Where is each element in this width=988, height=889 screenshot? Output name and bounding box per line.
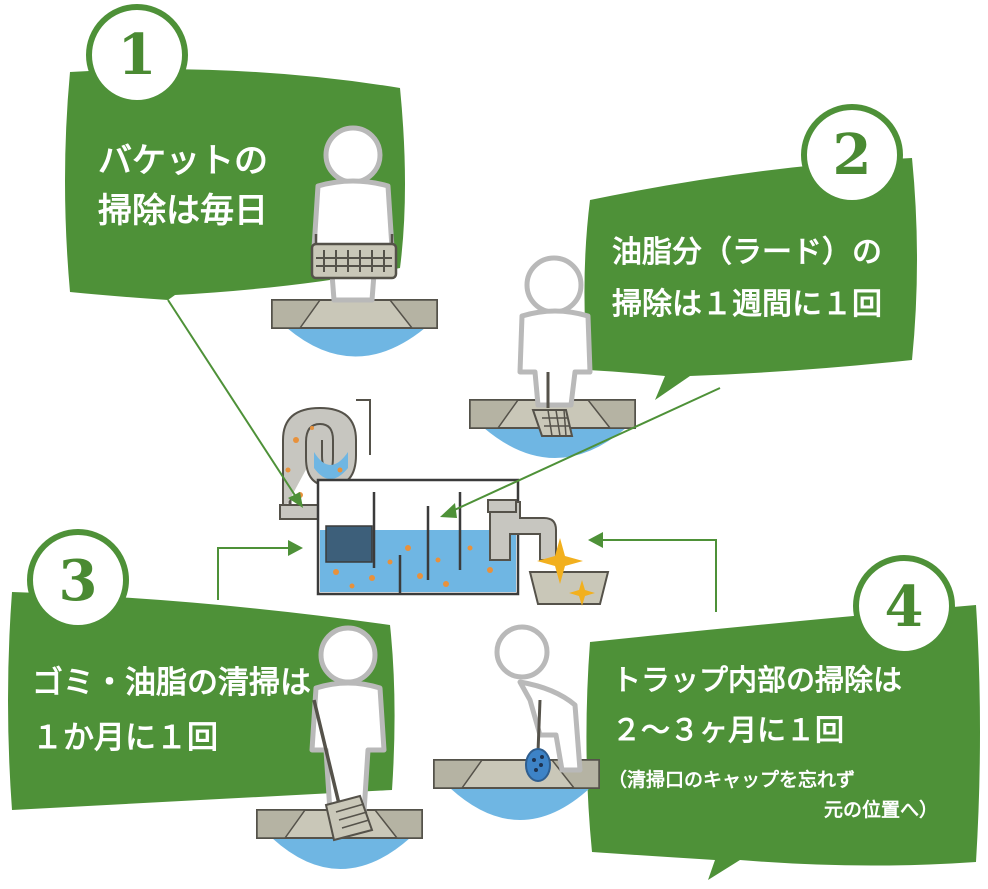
step-1-line-2: 掃除は毎日: [98, 191, 268, 231]
arrow-step-4: [600, 539, 717, 612]
step-2-number: 2: [833, 122, 872, 188]
arrow-head: [440, 503, 457, 518]
step-3-number-badge: [27, 529, 129, 631]
step-4-number: 4: [885, 574, 924, 640]
arrow-head: [288, 540, 303, 556]
step-3-group: 3 ゴミ・油脂の清掃は １か月に１回: [8, 529, 423, 869]
step-3-line-1: ゴミ・油脂の清掃は: [32, 665, 311, 701]
arrow-step-2: [449, 387, 721, 513]
step-4-note-1: （清掃口のキャップを忘れず: [608, 768, 855, 791]
step-2-number-badge: [801, 104, 903, 206]
strainer-icon: [531, 372, 574, 437]
person-icon: [517, 255, 593, 408]
floor-bevel: [271, 299, 322, 329]
step-1-sink-scene: [271, 299, 438, 357]
floor-bevel: [256, 809, 307, 839]
floor-bevel: [433, 759, 484, 789]
grease-trap-tank-icon: [279, 399, 610, 606]
step-2-bubble: [584, 158, 917, 400]
basket-in-tank: [325, 525, 373, 563]
floor-bevel: [373, 809, 423, 839]
step-4-note-2: 元の位置へ）: [824, 798, 938, 821]
step-1-line-1: バケットの: [98, 141, 268, 181]
step-1-number-badge: [86, 4, 188, 106]
water-pool: [287, 328, 425, 357]
floor-bevel: [469, 399, 520, 429]
step-4-number-badge: [853, 555, 955, 657]
step-4-sink-scene: [433, 759, 600, 820]
step-4-group: 4 トラップ内部の掃除は ２～３ヶ月に１回 （清掃口のキャップを忘れず 元の位置…: [433, 555, 980, 880]
step-4-bubble: [586, 605, 980, 880]
step-1-number: 1: [118, 22, 157, 88]
arrow-step-3: [217, 547, 290, 600]
arrow-step-1: [167, 299, 299, 501]
step-2-group: 2 油脂分（ラード）の 掃除は１週間に１回: [469, 104, 917, 458]
sparkle-icon: [537, 538, 595, 606]
water-pool: [272, 838, 410, 869]
step-3-number: 3: [59, 548, 98, 614]
scoop-icon: [525, 699, 551, 782]
floor-bevel: [388, 299, 438, 329]
step-3-bubble: [8, 592, 395, 810]
step-4-line-1: トラップ内部の掃除は: [612, 663, 902, 697]
arrow-head: [588, 532, 603, 548]
basket-icon: [310, 234, 398, 280]
step-3-line-2: １か月に１回: [32, 720, 218, 756]
step-2-line-1: 油脂分（ラード）の: [612, 235, 882, 270]
person-icon: [494, 624, 583, 773]
arrow-head: [288, 492, 303, 508]
flow-arrows: [167, 299, 721, 612]
step-2-line-2: 掃除は１週間に１回: [612, 287, 882, 322]
dustpan-icon: [312, 699, 374, 842]
water-pool: [450, 788, 590, 820]
step-1-group: 1 バケットの 掃除は毎日: [65, 4, 438, 357]
water-pool: [484, 428, 626, 458]
step-4-line-2: ２～３ヶ月に１回: [612, 713, 844, 747]
